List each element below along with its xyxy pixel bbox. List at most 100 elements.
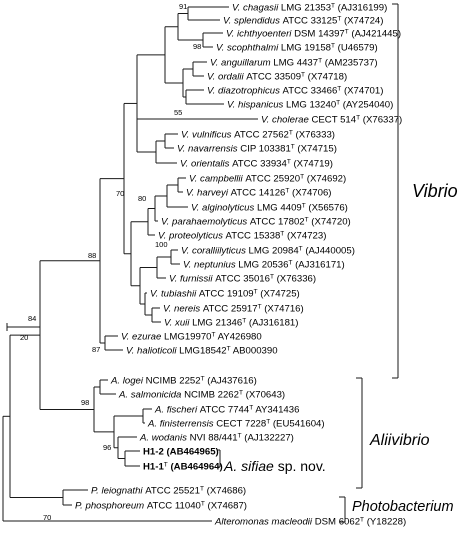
- type-strain-mark: T: [201, 500, 205, 507]
- type-strain-mark: T: [305, 216, 309, 223]
- accession-number: (X74692): [304, 174, 346, 185]
- species-name: V. neptunius: [183, 260, 238, 271]
- species-name: Alteromonas macleodii: [214, 517, 315, 528]
- species-name: V. ordalii: [207, 72, 246, 83]
- accession-number: (X74686): [204, 486, 246, 497]
- species-name: V. ichthyoenteri: [226, 29, 294, 40]
- strain-designation: H1-1: [143, 462, 164, 473]
- strain-designation: LMG19970: [164, 332, 211, 343]
- species-name: V. nereis: [163, 304, 203, 315]
- accession-number: (EU541604): [270, 419, 324, 430]
- accession-number: (Y18228): [364, 517, 406, 528]
- bootstrap-value: 70: [116, 189, 124, 198]
- accession-number: (X74687): [205, 501, 247, 512]
- type-strain-mark: T: [302, 202, 306, 209]
- species-name: V. orientalis: [180, 159, 232, 170]
- accession-number: (X74724): [341, 16, 383, 27]
- accession-number: AB000390: [231, 346, 278, 357]
- taxon-label-fischeri: A. fischeri ATCC 7744T AY341436: [154, 404, 299, 416]
- type-strain-mark: T: [337, 85, 341, 92]
- taxon-label-finisterrensis: A. finisterrensis CECT 7228T (EU541604): [147, 418, 325, 430]
- taxon-label-h12: H1-2 (AB464965): [143, 447, 219, 458]
- species-name: V. diazotrophicus: [207, 86, 283, 97]
- accession-number: (X74716): [262, 304, 304, 315]
- new-species-name: A. sifiae: [223, 458, 274, 474]
- type-strain-mark: T: [227, 345, 231, 352]
- strain-designation: ATCC 33125: [283, 16, 338, 27]
- taxon-label-parahaemolyticus: V. parahaemolyticus ATCC 17802T (X74720): [161, 216, 351, 228]
- accession-number: (AM235737): [322, 58, 377, 69]
- type-strain-mark: T: [249, 404, 253, 411]
- accession-number: (X74725): [258, 289, 300, 300]
- strain-designation: LMG 21353: [281, 3, 331, 14]
- strain-designation: ATCC 25521: [145, 486, 200, 497]
- taxon-label-chagasii: V. chagasii LMG 21353T (AJ316199): [232, 2, 387, 14]
- accession-number: (AY254040): [340, 100, 393, 111]
- bootstrap-value: 55: [174, 108, 182, 117]
- accession-number: (X76336): [274, 274, 316, 285]
- strain-designation: ATCC 25917: [203, 304, 258, 315]
- species-name: A. logei: [110, 376, 146, 387]
- strain-designation: CIP 103381: [240, 144, 291, 155]
- strain-designation: LMG18542: [179, 346, 226, 357]
- taxon-label-cholerae: V. cholerae CECT 514T (X76337): [261, 114, 402, 126]
- type-strain-mark: T: [270, 273, 274, 280]
- taxon-label-harveyi: V. harveyi ATCC 14126T (X74706): [186, 187, 332, 199]
- strain-designation: ATCC 25920: [245, 174, 300, 185]
- species-name: V. proteolyticus: [158, 231, 226, 242]
- type-strain-mark: T: [285, 187, 289, 194]
- species-name: A. salmonicida: [118, 390, 184, 401]
- taxon-label-nereis: V. nereis ATCC 25917T (X74716): [163, 303, 304, 315]
- accession-number: (U46579): [335, 43, 378, 54]
- taxon-label-salmonicida: A. salmonicida NCIMB 2262T (X70643): [118, 389, 285, 401]
- type-strain-mark: T: [337, 15, 341, 22]
- type-strain-mark: T: [356, 114, 360, 121]
- strain-designation: ATCC 11040: [147, 501, 201, 512]
- accession-number: (X74720): [309, 217, 351, 228]
- species-name: V. scophthalmi: [216, 43, 281, 54]
- type-strain-mark: T: [345, 28, 349, 35]
- accession-number: (X76337): [360, 115, 402, 126]
- accession-number: (X74701): [341, 86, 383, 97]
- taxon-label-logei: A. logei NCIMB 2252T (AJ437616): [110, 375, 257, 387]
- type-strain-mark: T: [291, 143, 295, 150]
- strain-designation: ATCC 15338: [226, 231, 281, 242]
- type-strain-mark: T: [201, 375, 205, 382]
- scale-bar-label: 20: [20, 333, 28, 342]
- taxon-label-ichthyoenteri: V. ichthyoenteri DSM 14397T (AJ421445): [226, 28, 401, 40]
- taxon-label-phosphoreum: P. phosphoreum ATCC 11040T (X74687): [75, 500, 247, 512]
- taxon-label-anguillarum: V. anguillarum LMG 4437T (AM235737): [210, 57, 378, 69]
- taxon-label-navarrensis: V. navarrensis CIP 103381T (X74715): [177, 143, 337, 155]
- type-strain-mark: T: [331, 42, 335, 49]
- taxon-label-ordalii: V. ordalii ATCC 33509T (X74718): [207, 71, 347, 83]
- taxon-label-vulnificus: V. vulnificus ATCC 27562T (X76333): [181, 129, 335, 141]
- species-name: V. harveyi: [186, 188, 231, 199]
- species-name: V. chagasii: [232, 3, 281, 14]
- species-name: V. hispanicus: [227, 100, 286, 111]
- genus-label-vibrio: Vibrio: [412, 181, 458, 201]
- new-species-suffix: sp. nov.: [274, 458, 326, 474]
- strain-designation: CECT 7228: [216, 419, 266, 430]
- accession-number: (AB464965): [164, 447, 219, 458]
- type-strain-mark: T: [212, 331, 216, 338]
- accession-number: (AJ437616): [205, 376, 257, 387]
- accession-number: (AJ132227): [242, 433, 294, 444]
- type-strain-mark: T: [288, 259, 292, 266]
- bootstrap-value: 91: [179, 2, 187, 11]
- strain-designation: LMG 21346: [192, 318, 242, 329]
- type-strain-mark: T: [266, 418, 270, 425]
- strain-designation: ATCC 27562: [234, 130, 289, 141]
- strain-designation: CECT 514: [311, 115, 356, 126]
- taxon-label-macleodii: Alteromonas macleodii DSM 6062T (Y18228): [214, 516, 406, 528]
- taxon-label-h11: H1-1T (AB464964): [143, 461, 223, 473]
- taxon-label-ezurae: V. ezurae LMG19970T AY426980: [121, 331, 262, 343]
- strain-designation: LMG 13240: [286, 100, 336, 111]
- strain-designation: LMG 4437: [273, 58, 318, 69]
- accession-number: (AJ316199): [335, 3, 387, 14]
- type-strain-mark: T: [301, 71, 305, 78]
- bootstrap-value: 88: [88, 251, 96, 260]
- type-strain-mark: T: [280, 230, 284, 237]
- species-name: V. coralliilyticus: [181, 246, 249, 257]
- accession-number: (AJ440005): [303, 246, 355, 257]
